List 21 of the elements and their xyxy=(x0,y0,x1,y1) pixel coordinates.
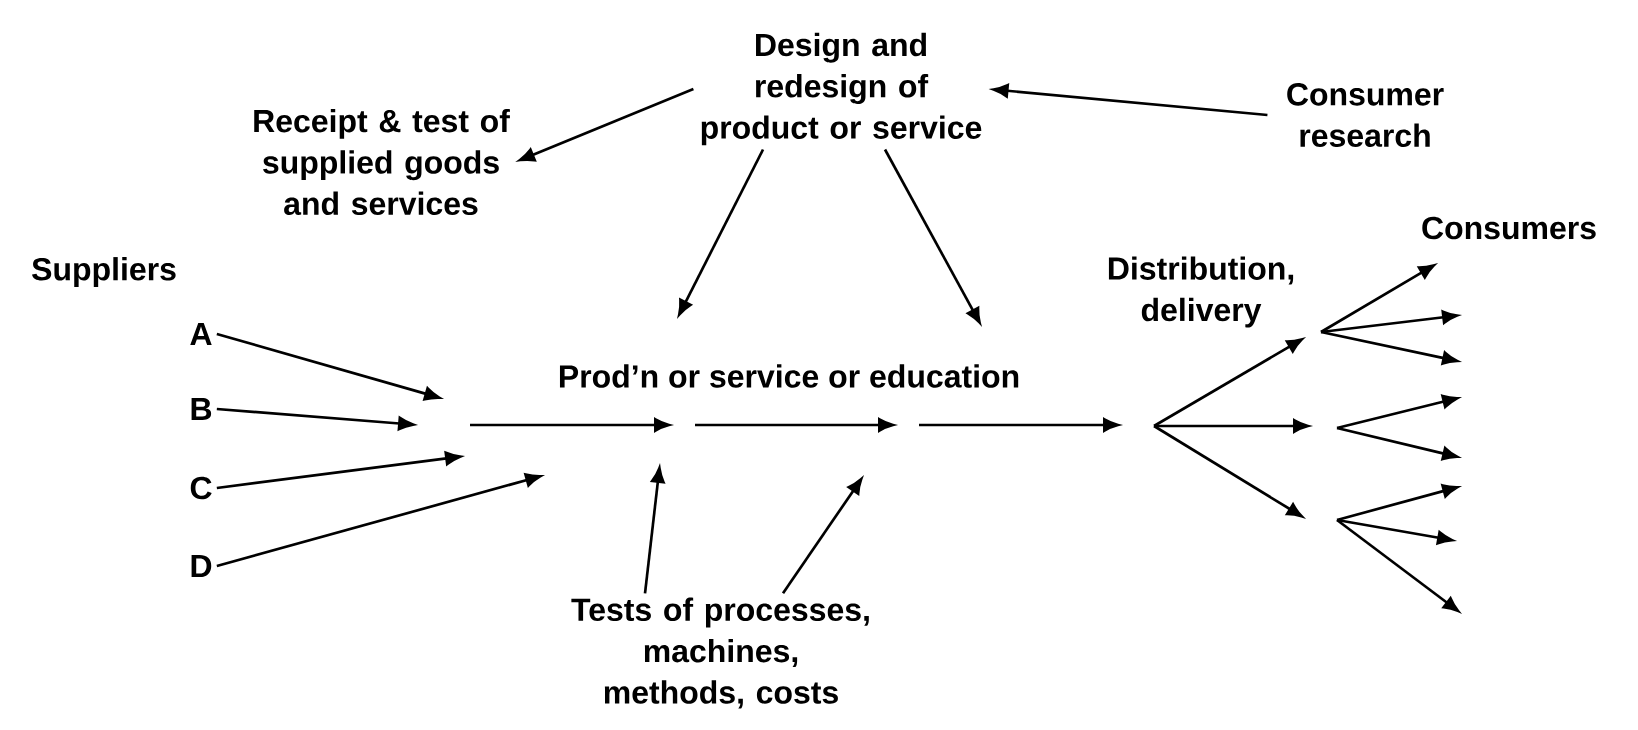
arrow xyxy=(216,473,542,568)
supplier-label: C xyxy=(190,476,212,500)
heading-label: Distribution, delivery xyxy=(1108,256,1294,328)
arrow xyxy=(216,407,415,431)
step-label: Design and redesign of product or service xyxy=(701,32,982,146)
arrow xyxy=(216,332,441,401)
step-label: Receipt & test of supplied goods and services xyxy=(254,108,510,216)
arrow xyxy=(518,87,694,162)
arrow xyxy=(678,148,765,316)
supplier-label: D xyxy=(191,555,212,577)
heading-label: Consumers xyxy=(1422,216,1596,240)
step-label: Consumer research xyxy=(1287,83,1444,147)
heading-label: Prod’n or service or education xyxy=(559,364,1019,388)
arrow xyxy=(883,148,981,324)
heading-label: Suppliers xyxy=(32,257,176,287)
arrow xyxy=(216,451,462,490)
step-label: Tests of processes, machines, methods, costs xyxy=(571,597,869,709)
supplier-label: B xyxy=(191,398,212,420)
supplier-label: A xyxy=(190,323,212,345)
arrow xyxy=(781,477,863,595)
arrow xyxy=(643,466,665,594)
